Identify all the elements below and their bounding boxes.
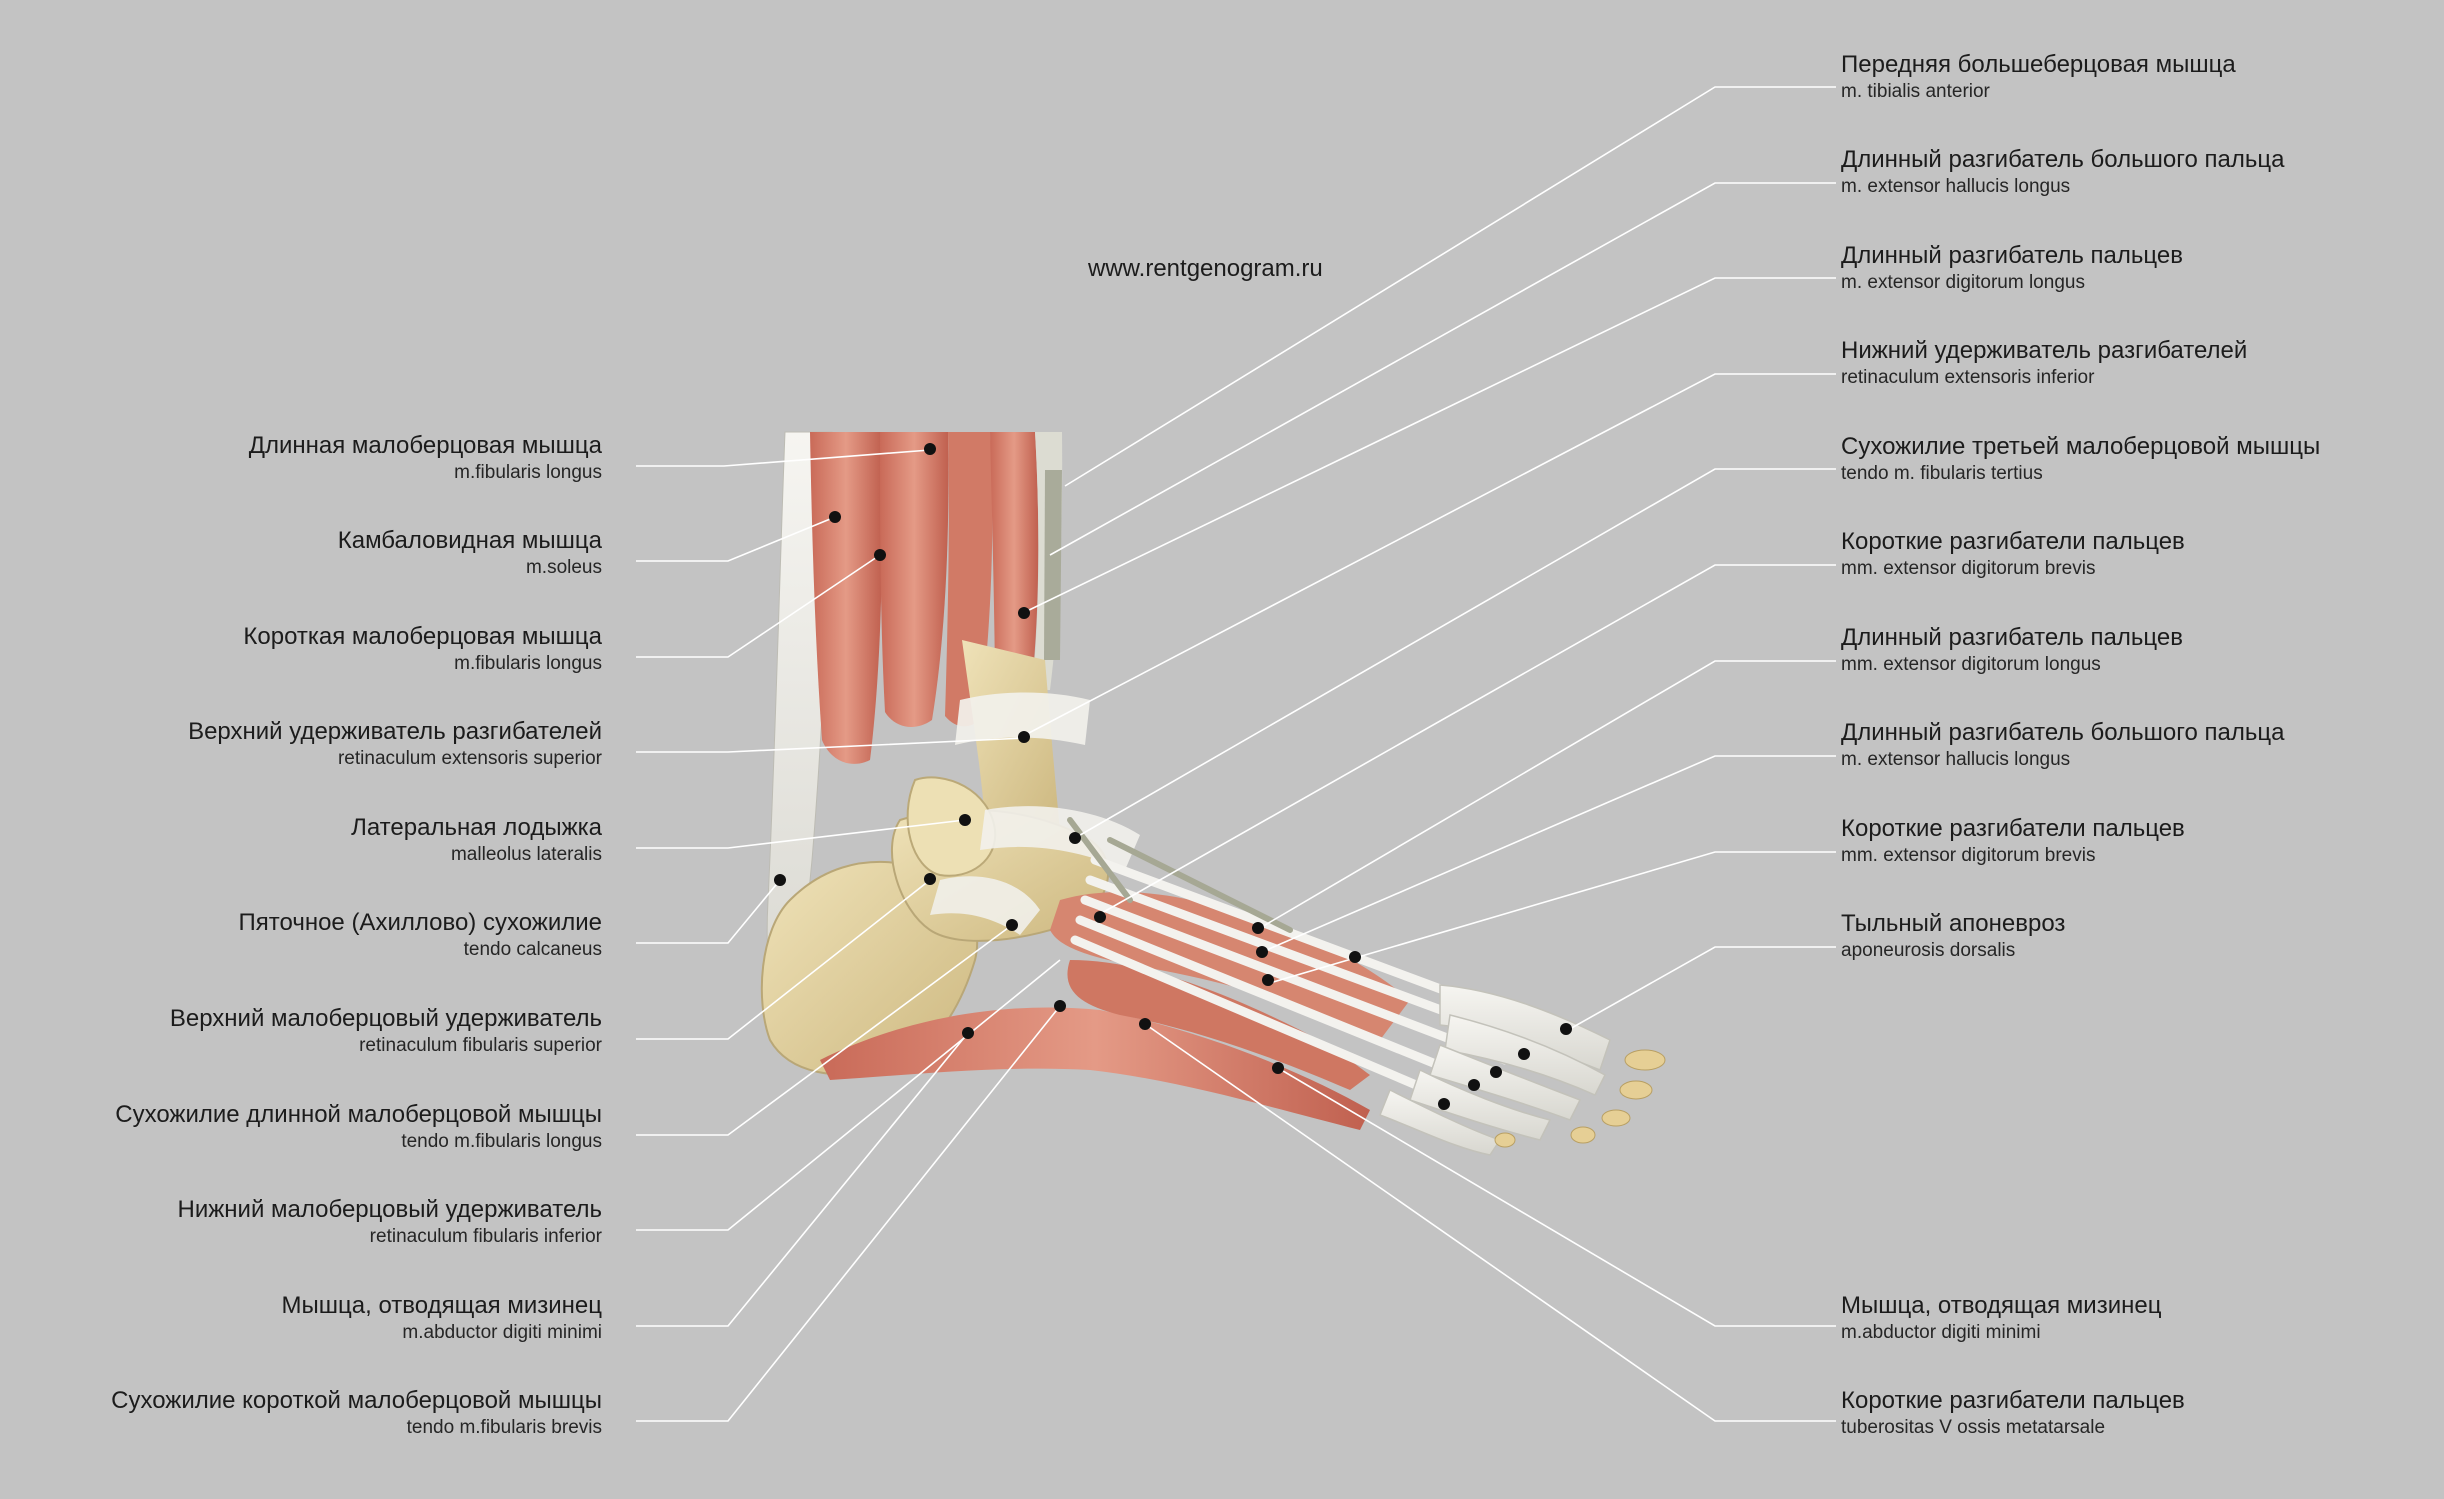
label-la: m. extensor hallucis longus — [1841, 749, 2071, 770]
label-la: m. extensor digitorum longus — [1841, 272, 2085, 293]
toenails — [1494, 1049, 1666, 1148]
label-aponeurosis-dorsalis: Тыльный апоневроз aponeurosis dorsalis — [1841, 909, 2065, 963]
label-retinaculum-extensoris-superior: Верхний удерживатель разгибателей retina… — [188, 717, 602, 771]
label-la: tendo m.fibularis brevis — [406, 1417, 602, 1438]
extensor-digitorum-brevis — [1050, 891, 1410, 1040]
label-ru: Короткие разгибатели пальцев — [1841, 1387, 2185, 1414]
label-ru: Камбаловидная мышца — [337, 527, 602, 554]
marker-dots — [774, 443, 1572, 1110]
label-ru: Сухожилие третьей малоберцовой мышцы — [1841, 433, 2321, 460]
label-ru: Сухожилие длинной малоберцовой мышцы — [115, 1101, 602, 1128]
label-la: mm. extensor digitorum brevis — [1841, 845, 2096, 866]
label-ru: Латеральная лодыжка — [351, 814, 602, 841]
label-ru: Короткая малоберцовая мышца — [243, 623, 602, 650]
label-malleolus-lateralis: Латеральная лодыжка malleolus lateralis — [351, 813, 602, 867]
label-la: retinaculum fibularis superior — [359, 1035, 602, 1056]
tibialis-anterior-muscle — [990, 432, 1039, 707]
label-la: retinaculum extensoris superior — [337, 748, 602, 769]
website-caption: www.rentgenogram.ru — [1088, 255, 1323, 282]
label-retinaculum-fibularis-superior: Верхний малоберцовый удерживатель retina… — [170, 1004, 602, 1058]
label-extensor-digitorum-longus-2: Длинный разгибатель пальцев mm. extensor… — [1841, 623, 2183, 677]
label-ru: Передняя большеберцовая мышца — [1841, 51, 2236, 78]
extensor-tendons-foot — [1070, 855, 1510, 1115]
label-la: retinaculum fibularis inferior — [369, 1226, 602, 1247]
label-extensor-hallucis-longus-2: Длинный разгибатель большого пальца m. e… — [1841, 718, 2284, 772]
lateral-malleolus — [906, 776, 997, 877]
label-la: mm. extensor digitorum brevis — [1841, 558, 2096, 579]
label-tendo-fibularis-longus: Сухожилие длинной малоберцовой мышцы ten… — [115, 1100, 602, 1154]
label-la: tendo m. fibularis tertius — [1841, 463, 2043, 484]
label-tibialis-anterior: Передняя большеберцовая мышца m. tibiali… — [1841, 50, 2236, 104]
label-ru: Короткие разгибатели пальцев — [1841, 528, 2185, 555]
label-abductor-digiti-minimi-right: Мышца, отводящая мизинец m.abductor digi… — [1841, 1291, 2161, 1345]
label-la: malleolus lateralis — [450, 844, 602, 865]
label-ru: Тыльный апоневроз — [1841, 910, 2066, 937]
label-ru: Короткие разгибатели пальцев — [1841, 815, 2185, 842]
label-ru: Верхний удерживатель разгибателей — [188, 718, 602, 745]
label-ru: Длинный разгибатель пальцев — [1841, 242, 2183, 269]
label-retinaculum-extensoris-inferior: Нижний удерживатель разгибателей retinac… — [1841, 336, 2247, 390]
label-tendo-fibularis-brevis: Сухожилие короткой малоберцовой мышцы te… — [111, 1386, 602, 1440]
label-ru: Верхний малоберцовый удерживатель — [169, 1005, 602, 1032]
label-extensor-digitorum-longus: Длинный разгибатель пальцев m. extensor … — [1841, 241, 2183, 295]
label-tendo-fibularis-tertius: Сухожилие третьей малоберцовой мышцы ten… — [1841, 432, 2320, 486]
extensor-tendons-gray — [1044, 470, 1062, 660]
fibularis-longus-muscle — [880, 432, 949, 727]
label-tuberositas-metatarsale: Короткие разгибатели пальцев tuberositas… — [1841, 1386, 2185, 1440]
label-la: m. tibialis anterior — [1841, 81, 1990, 102]
label-ru: Длинная малоберцовая мышца — [248, 432, 602, 459]
label-retinaculum-fibularis-inferior: Нижний малоберцовый удерживатель retinac… — [177, 1195, 602, 1249]
label-ru: Мышца, отводящая мизинец — [1841, 1292, 2162, 1319]
label-ru: Длинный разгибатель пальцев — [1841, 624, 2183, 651]
label-abductor-digiti-minimi-left: Мышца, отводящая мизинец m.abductor digi… — [282, 1291, 602, 1345]
label-tendo-calcaneus: Пяточное (Ахиллово) сухожилие tendo calc… — [239, 908, 602, 962]
label-la: m.soleus — [525, 557, 602, 578]
retinaculum-extensoris-superior — [955, 692, 1090, 745]
retinaculum-extensoris-inferior — [980, 806, 1140, 870]
label-la: m.abductor digiti minimi — [402, 1322, 602, 1343]
abductor-digiti-minimi — [820, 1007, 1370, 1130]
label-ru: Сухожилие короткой малоберцовой мышцы — [111, 1387, 602, 1414]
label-ru: Длинный разгибатель большого пальца — [1841, 719, 2285, 746]
label-ru: Нижний малоберцовый удерживатель — [177, 1196, 602, 1223]
label-la: tendo calcaneus — [463, 939, 602, 960]
label-la: mm. extensor digitorum longus — [1841, 654, 2101, 675]
label-la: m. extensor hallucis longus — [1841, 176, 2071, 197]
leader-lines — [636, 86, 1836, 1422]
label-extensor-digitorum-brevis-2: Короткие разгибатели пальцев mm. extenso… — [1841, 814, 2185, 868]
label-ru: Пяточное (Ахиллово) сухожилие — [238, 909, 602, 936]
label-extensor-digitorum-brevis: Короткие разгибатели пальцев mm. extenso… — [1841, 527, 2185, 581]
label-ru: Мышца, отводящая мизинец — [281, 1292, 602, 1319]
label-fibularis-brevis: Короткая малоберцовая мышца m.fibularis … — [243, 622, 602, 676]
soleus-muscle — [810, 432, 882, 764]
label-la: tendo m.fibularis longus — [401, 1131, 602, 1152]
label-extensor-hallucis-longus: Длинный разгибатель большого пальца m. e… — [1841, 145, 2284, 199]
label-ru: Длинный разгибатель большого пальца — [1841, 146, 2285, 173]
label-fibularis-longus: Длинная малоберцовая мышца m.fibularis l… — [249, 431, 602, 485]
label-la: m.abductor digiti minimi — [1841, 1322, 2041, 1343]
label-soleus: Камбаловидная мышца m.soleus — [338, 526, 602, 580]
label-la: m.fibularis longus — [454, 653, 602, 674]
extensor-tendons-gray-foot — [1067, 817, 1293, 933]
label-la: aponeurosis dorsalis — [1841, 940, 2016, 961]
label-la: retinaculum extensoris inferior — [1841, 367, 2095, 388]
label-la: tuberositas V ossis metatarsale — [1841, 1417, 2106, 1438]
dorsal-muscle-lower — [1067, 960, 1370, 1090]
label-ru: Нижний удерживатель разгибателей — [1841, 337, 2248, 364]
label-la: m.fibularis longus — [454, 462, 602, 483]
